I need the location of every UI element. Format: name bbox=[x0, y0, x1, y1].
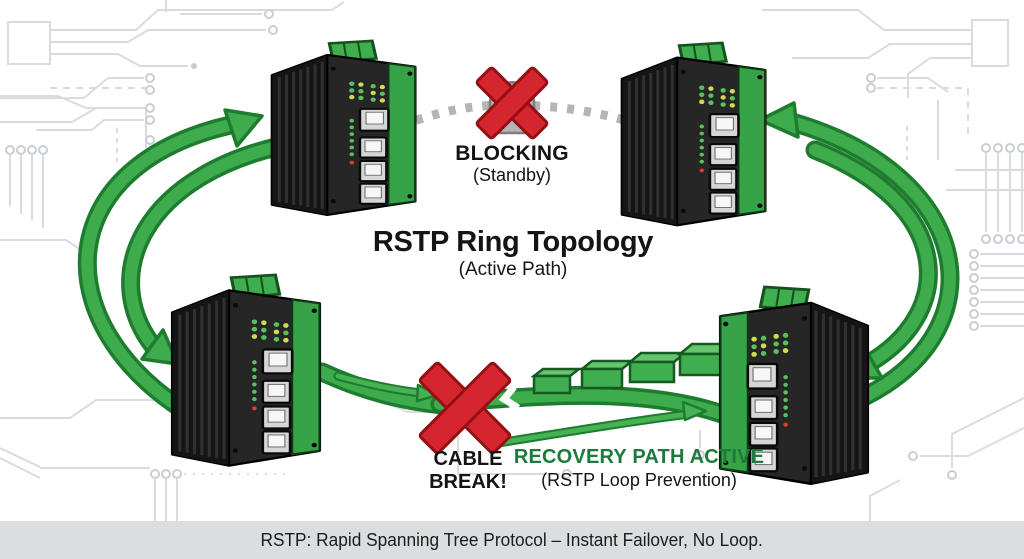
ring-arrowhead-to-bottom-left bbox=[140, 328, 180, 366]
diagram-subtitle: (Active Path) bbox=[458, 259, 568, 280]
ring-active-path-arrows bbox=[77, 101, 960, 449]
ring-arrowhead-top-left bbox=[223, 108, 264, 148]
diagram-title: RSTP Ring Topology bbox=[372, 226, 654, 258]
blocking-label: BLOCKING bbox=[455, 142, 569, 165]
industrial-switch-bottom-left bbox=[170, 273, 322, 467]
cable-break-zigzag bbox=[498, 384, 521, 424]
data-packet-icon bbox=[626, 351, 689, 384]
data-packet-icon bbox=[530, 367, 583, 395]
blocking-x-icon bbox=[475, 66, 549, 140]
ring-arrowhead-to-top-right bbox=[758, 101, 800, 139]
recovery-path-label: RECOVERY PATH ACTIVE bbox=[513, 446, 765, 468]
cable-break-label-line2: BREAK! bbox=[429, 471, 507, 493]
cable-break-x-icon bbox=[418, 361, 512, 455]
industrial-switch-top-left bbox=[270, 39, 417, 217]
recovery-arrowhead bbox=[681, 400, 708, 422]
data-packets-icon bbox=[530, 342, 742, 395]
industrial-switch-top-right bbox=[620, 41, 767, 227]
recovery-path-sublabel: (RSTP Loop Prevention) bbox=[541, 470, 737, 490]
data-packet-icon bbox=[578, 359, 636, 390]
caption-bar: RSTP: Rapid Spanning Tree Protocol – Ins… bbox=[0, 521, 1024, 559]
caption-text: RSTP: Rapid Spanning Tree Protocol – Ins… bbox=[260, 529, 764, 550]
standby-sublabel: (Standby) bbox=[472, 165, 552, 185]
cable-break-label-line1: CABLE bbox=[433, 448, 503, 470]
